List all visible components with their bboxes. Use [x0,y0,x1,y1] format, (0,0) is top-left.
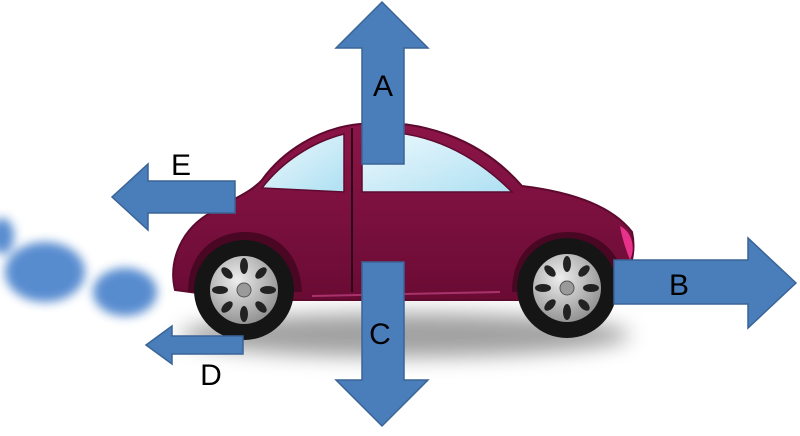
rear-window [260,133,345,193]
arrow-d-left: D [144,324,244,392]
exhaust-puff [0,218,14,254]
rear-wheel [194,240,294,340]
arrow-b-right: B [613,236,798,330]
arrow-d-label: D [200,359,222,392]
arrow-c-down: C [334,261,430,428]
sill-line [311,291,501,297]
arrow-b-label: B [669,269,689,302]
arrow-e-label: E [171,149,191,182]
front-wheel [517,238,617,338]
arrow-a-label: A [373,70,393,103]
arrow-a-up: A [334,0,430,165]
arrow-e-left: E [110,149,236,232]
car-shadow [180,313,630,357]
exhaust-puff [5,242,85,302]
exhaust-puff [93,268,157,316]
tail-light [620,226,633,260]
arrow-c-label: C [369,318,391,351]
exhaust-smoke [0,218,157,316]
